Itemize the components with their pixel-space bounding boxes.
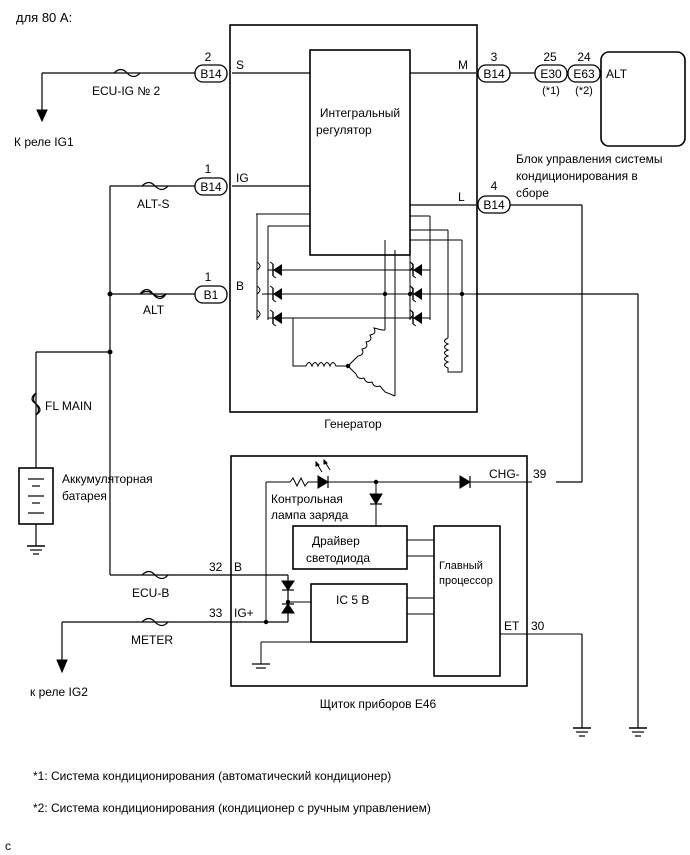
ac-unit-caption-2: кондиционирования в <box>516 169 638 183</box>
fuse-fl-main-label: FL MAIN <box>45 399 92 413</box>
ac-unit-box <box>600 51 686 147</box>
ic-5v-label: IC 5 В <box>336 593 369 607</box>
main-cpu-box <box>433 525 501 677</box>
svg-text:25: 25 <box>543 50 557 64</box>
meter-panel-label: Щиток приборов E46 <box>320 697 437 711</box>
svg-text:3: 3 <box>491 50 498 64</box>
charge-lamp-label-2: лампа заряда <box>271 508 349 522</box>
pin-chg-num: 39 <box>533 467 547 481</box>
svg-text:4: 4 <box>491 179 498 193</box>
arrow-ig2-label: к реле IG2 <box>30 685 88 699</box>
fuse-ecu-b-label: ECU-B <box>132 586 169 600</box>
led-driver-label-1: Драйвер <box>312 534 360 548</box>
terminal-l: L <box>458 190 465 204</box>
pin-b-name: B <box>234 560 242 574</box>
regulator-box <box>309 49 411 256</box>
pin-b-num: 32 <box>209 560 223 574</box>
connector-e63: 24 E63 (*2) <box>567 50 601 97</box>
pin-chg-name: CHG- <box>489 467 520 481</box>
ac-unit-label: ALT <box>606 67 628 81</box>
connector-ig: 1 B14 <box>194 162 228 196</box>
svg-text:B14: B14 <box>483 67 505 81</box>
connector-m: 3 B14 <box>477 50 511 83</box>
fuse-fl-main <box>31 392 41 416</box>
generator-box <box>229 24 478 413</box>
pin-ig-num: 33 <box>209 606 223 620</box>
fuse-meter <box>141 617 169 627</box>
pin-et-num: 30 <box>531 619 545 633</box>
terminal-b: B <box>236 279 244 293</box>
led-driver-box <box>292 525 408 570</box>
heading: для 80 А: <box>16 10 72 25</box>
svg-text:B14: B14 <box>483 198 505 212</box>
rectifier-bridge <box>256 213 476 396</box>
svg-text:1: 1 <box>205 270 212 284</box>
pin-ig-name: IG+ <box>234 606 254 620</box>
fuse-alt-s-label: ALT-S <box>137 197 169 211</box>
generator-label: Генератор <box>324 417 382 431</box>
fuse-alt-label: ALT <box>143 303 165 317</box>
led-driver-label-2: светодиода <box>306 551 370 565</box>
ac-unit-caption-3: сборе <box>516 186 549 200</box>
pin-et-name: ET <box>504 619 520 633</box>
svg-text:(*1): (*1) <box>542 85 560 97</box>
footer-code: c <box>5 839 11 853</box>
meter-panel-box <box>230 455 528 687</box>
battery-label-1: Аккумуляторная <box>62 472 153 486</box>
connector-e30: 25 E30 (*1) <box>534 50 568 97</box>
fuse-meter-label: METER <box>131 633 173 647</box>
svg-text:E30: E30 <box>540 67 562 81</box>
svg-text:B14: B14 <box>200 67 222 81</box>
note-1: *1: Система кондиционирования (автоматич… <box>33 769 391 783</box>
svg-text:E63: E63 <box>573 67 595 81</box>
connector-b: 1 B1 <box>194 270 228 304</box>
terminal-ig: IG <box>236 171 249 185</box>
arrow-ig1-label: К реле IG1 <box>14 135 74 149</box>
battery-label-2: батарея <box>62 489 107 503</box>
note-2: *2: Система кондиционирования (кондицион… <box>33 801 431 815</box>
fuse-alt-s <box>141 181 169 191</box>
svg-text:1: 1 <box>205 162 212 176</box>
stator-winding <box>292 318 462 397</box>
svg-text:B14: B14 <box>200 180 222 194</box>
svg-text:24: 24 <box>577 50 591 64</box>
ic-5v-box <box>310 583 408 643</box>
connector-s: 2 B14 <box>194 50 228 83</box>
terminal-m: M <box>458 58 468 72</box>
svg-text:2: 2 <box>205 50 212 64</box>
charge-lamp-label-1: Контрольная <box>271 492 343 506</box>
fuse-alt <box>139 288 167 300</box>
svg-text:B1: B1 <box>204 288 219 302</box>
connector-l: 4 B14 <box>477 179 511 214</box>
fuse-ecu-b <box>141 570 169 580</box>
regulator-label-2: регулятор <box>316 123 372 137</box>
fuse-ecu-ig2 <box>113 68 141 78</box>
ac-unit-caption-1: Блок управления системы <box>516 152 663 166</box>
regulator-label-1: Интегральный <box>320 106 400 120</box>
fuse-ecu-ig2-label: ECU-IG № 2 <box>92 84 161 98</box>
main-cpu-label-2: процессор <box>439 575 493 587</box>
svg-text:(*2): (*2) <box>575 85 593 97</box>
main-cpu-label-1: Главный <box>439 560 483 572</box>
terminal-s: S <box>236 58 244 72</box>
